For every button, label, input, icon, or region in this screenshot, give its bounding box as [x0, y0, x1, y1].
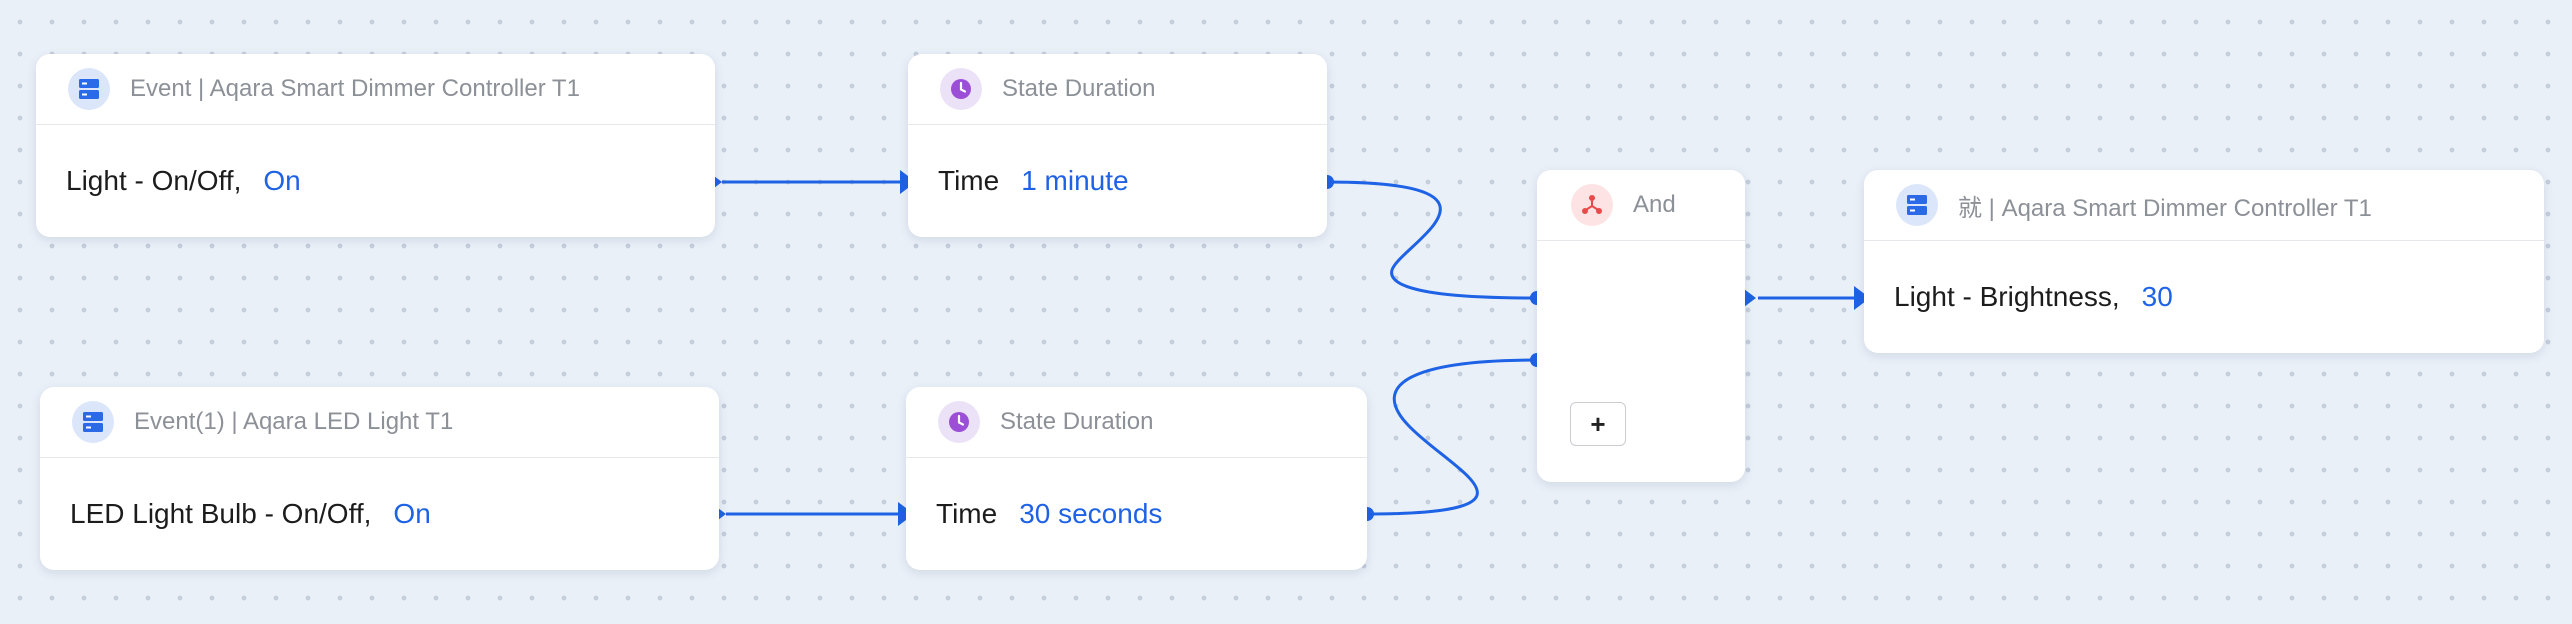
node-title: State Duration — [1002, 75, 1156, 102]
action-value[interactable]: 30 — [2141, 281, 2173, 312]
device-icon — [68, 68, 110, 110]
node-title: Event | Aqara Smart Dimmer Controller T1 — [130, 75, 580, 102]
event-node-dimmer[interactable]: Event | Aqara Smart Dimmer Controller T1… — [36, 54, 715, 237]
action-label: Light - Brightness, — [1894, 281, 2120, 312]
add-condition-button[interactable]: + — [1570, 402, 1626, 446]
node-title: 就 | Aqara Smart Dimmer Controller T1 — [1958, 194, 2372, 222]
logic-and-icon — [1571, 184, 1613, 226]
duration-value[interactable]: 30 seconds — [1019, 498, 1163, 529]
condition-value[interactable]: On — [393, 498, 431, 529]
node-header: State Duration — [906, 387, 1367, 458]
event-node-led[interactable]: Event(1) | Aqara LED Light T1 LED Light … — [40, 387, 719, 570]
device-icon — [1896, 184, 1938, 226]
node-header: Event | Aqara Smart Dimmer Controller T1 — [36, 54, 715, 125]
node-header: State Duration — [908, 54, 1327, 125]
condition-value[interactable]: On — [263, 165, 301, 196]
clock-icon — [940, 68, 982, 110]
node-title: And — [1633, 191, 1676, 218]
node-header: And — [1537, 170, 1745, 241]
duration-value[interactable]: 1 minute — [1021, 165, 1129, 196]
node-body[interactable]: Time 30 seconds — [906, 458, 1367, 570]
duration-label: Time — [936, 498, 998, 529]
node-body[interactable]: Light - Brightness, 30 — [1864, 241, 2544, 353]
duration-label: Time — [938, 165, 1000, 196]
and-logic-node[interactable]: And + — [1537, 170, 1745, 482]
clock-icon — [938, 401, 980, 443]
device-icon — [72, 401, 114, 443]
action-node-brightness[interactable]: 就 | Aqara Smart Dimmer Controller T1 Lig… — [1864, 170, 2544, 353]
state-duration-node-2[interactable]: State Duration Time 30 seconds — [906, 387, 1367, 570]
node-title: State Duration — [1000, 408, 1154, 435]
node-body[interactable]: LED Light Bulb - On/Off, On — [40, 458, 719, 570]
node-body[interactable]: Time 1 minute — [908, 125, 1327, 237]
state-duration-node-1[interactable]: State Duration Time 1 minute — [908, 54, 1327, 237]
node-body[interactable]: Light - On/Off, On — [36, 125, 715, 237]
wire-end-arrow — [1854, 286, 1870, 310]
node-header: 就 | Aqara Smart Dimmer Controller T1 — [1864, 170, 2544, 241]
wire-duration2-to-and — [1366, 358, 1538, 516]
wire-duration1-to-and — [1326, 180, 1538, 300]
condition-label: Light - On/Off, — [66, 165, 242, 196]
node-header: Event(1) | Aqara LED Light T1 — [40, 387, 719, 458]
node-title: Event(1) | Aqara LED Light T1 — [134, 408, 454, 435]
condition-label: LED Light Bulb - On/Off, — [70, 498, 372, 529]
